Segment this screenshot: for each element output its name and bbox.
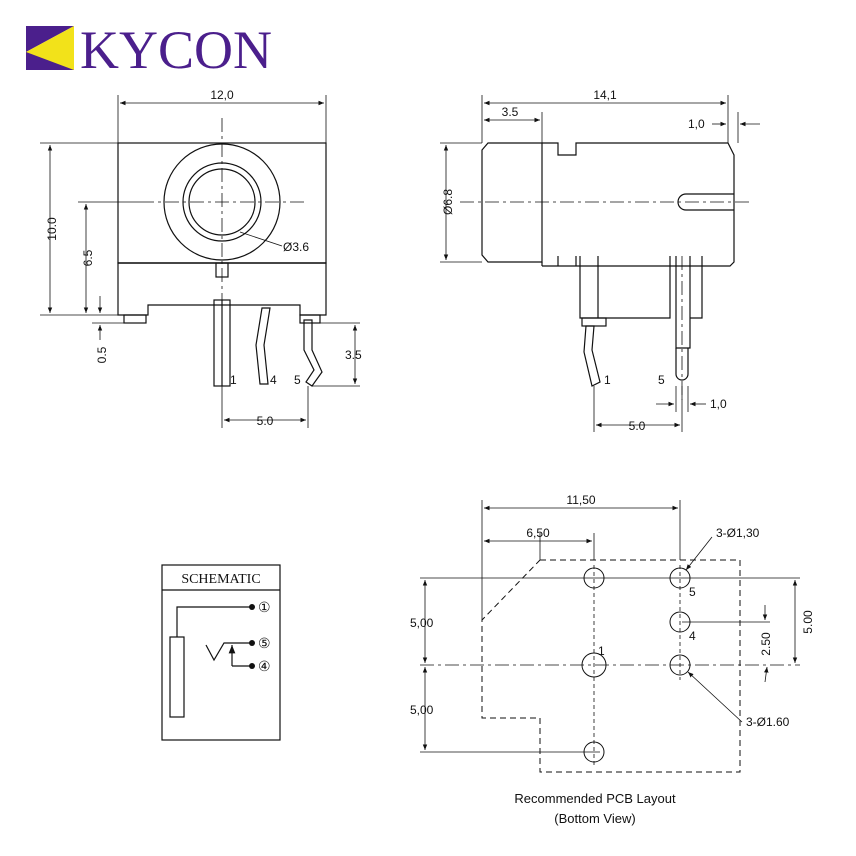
pcb-layout [420,500,800,773]
schematic-title: SCHEMATIC [181,572,260,587]
pcb-hole-mid-right [669,654,691,676]
pcb-offset-label: 6,50 [526,526,550,540]
pcb-outline [481,559,741,773]
logo-triangle-bottom [26,52,74,70]
pcb-caption-title: Recommended PCB Layout [514,791,676,806]
side-pitch-label: 5.0 [629,419,646,433]
pcb-hole-pin-5 [669,567,691,589]
kycon-logo: KYCON [26,20,272,80]
pcb-left-top-label: 5,00 [410,616,434,630]
schematic-pin-4: ④ [258,660,271,675]
front-hole-dia-label: Ø3.6 [283,240,309,254]
pcb-left-bottom-label: 5,00 [410,703,434,717]
front-view-labels: 12,0 Ø3.6 10.0 6.5 0.5 3.5 5.0 1 4 5 [45,88,362,428]
pcb-right-pitch-label: 5.00 [801,610,815,634]
side-view-labels: 14,1 3.5 1,0 Ø6.8 5.0 1,0 1 5 [441,88,727,433]
front-pin-len-label: 3.5 [345,348,362,362]
front-pitch-label: 5.0 [257,414,274,428]
pcb-labels: 11,50 6,50 3-Ø1,30 3-Ø1.60 5,00 5,00 5.0… [410,493,815,826]
brand-name: KYCON [80,20,272,80]
front-height-label: 10.0 [45,217,59,241]
front-pin-5-label: 5 [294,373,301,387]
front-center-label: 6.5 [81,249,95,266]
side-tab-label: 1,0 [688,117,705,131]
pcb-small-holes-label: 3-Ø1.60 [746,715,790,729]
side-view [440,95,760,432]
side-front-len-label: 3.5 [502,105,519,119]
schematic-switch [205,642,252,662]
front-view [40,95,360,428]
schematic-box: SCHEMATIC ① ⑤ ④ [161,564,281,741]
front-pin-4-label: 4 [270,373,277,387]
pcb-pin-4-label: 4 [689,629,696,643]
pcb-width-label: 11,50 [566,493,595,507]
pcb-hole-bottom [583,741,605,763]
schematic-pin-5: ⑤ [258,637,271,652]
front-width-label: 12,0 [210,88,234,102]
pcb-caption-subtitle: (Bottom View) [554,811,635,826]
side-body-dia-label: Ø6.8 [441,189,455,215]
side-pin-5-label: 5 [658,373,665,387]
pcb-pin-5-label: 5 [689,585,696,599]
side-front-barrel [481,142,543,263]
pcb-pin-1-label: 1 [598,644,605,658]
front-pin-1-label: 1 [230,373,237,387]
pcb-mid-pitch-label: 2.50 [759,632,773,656]
pcb-hole-pin-4 [669,611,691,633]
schematic-pin-1: ① [258,601,271,616]
pcb-hole-top-left [583,567,605,589]
front-standoff-label: 0.5 [95,346,109,363]
pcb-large-holes-label: 3-Ø1,30 [716,526,760,540]
side-pin-1-label: 1 [604,373,611,387]
schematic-sleeve [169,636,185,718]
side-length-label: 14,1 [593,88,617,102]
pcb-hole-pin-1 [581,652,607,678]
side-pin-w-label: 1,0 [710,397,727,411]
side-body [542,142,735,267]
